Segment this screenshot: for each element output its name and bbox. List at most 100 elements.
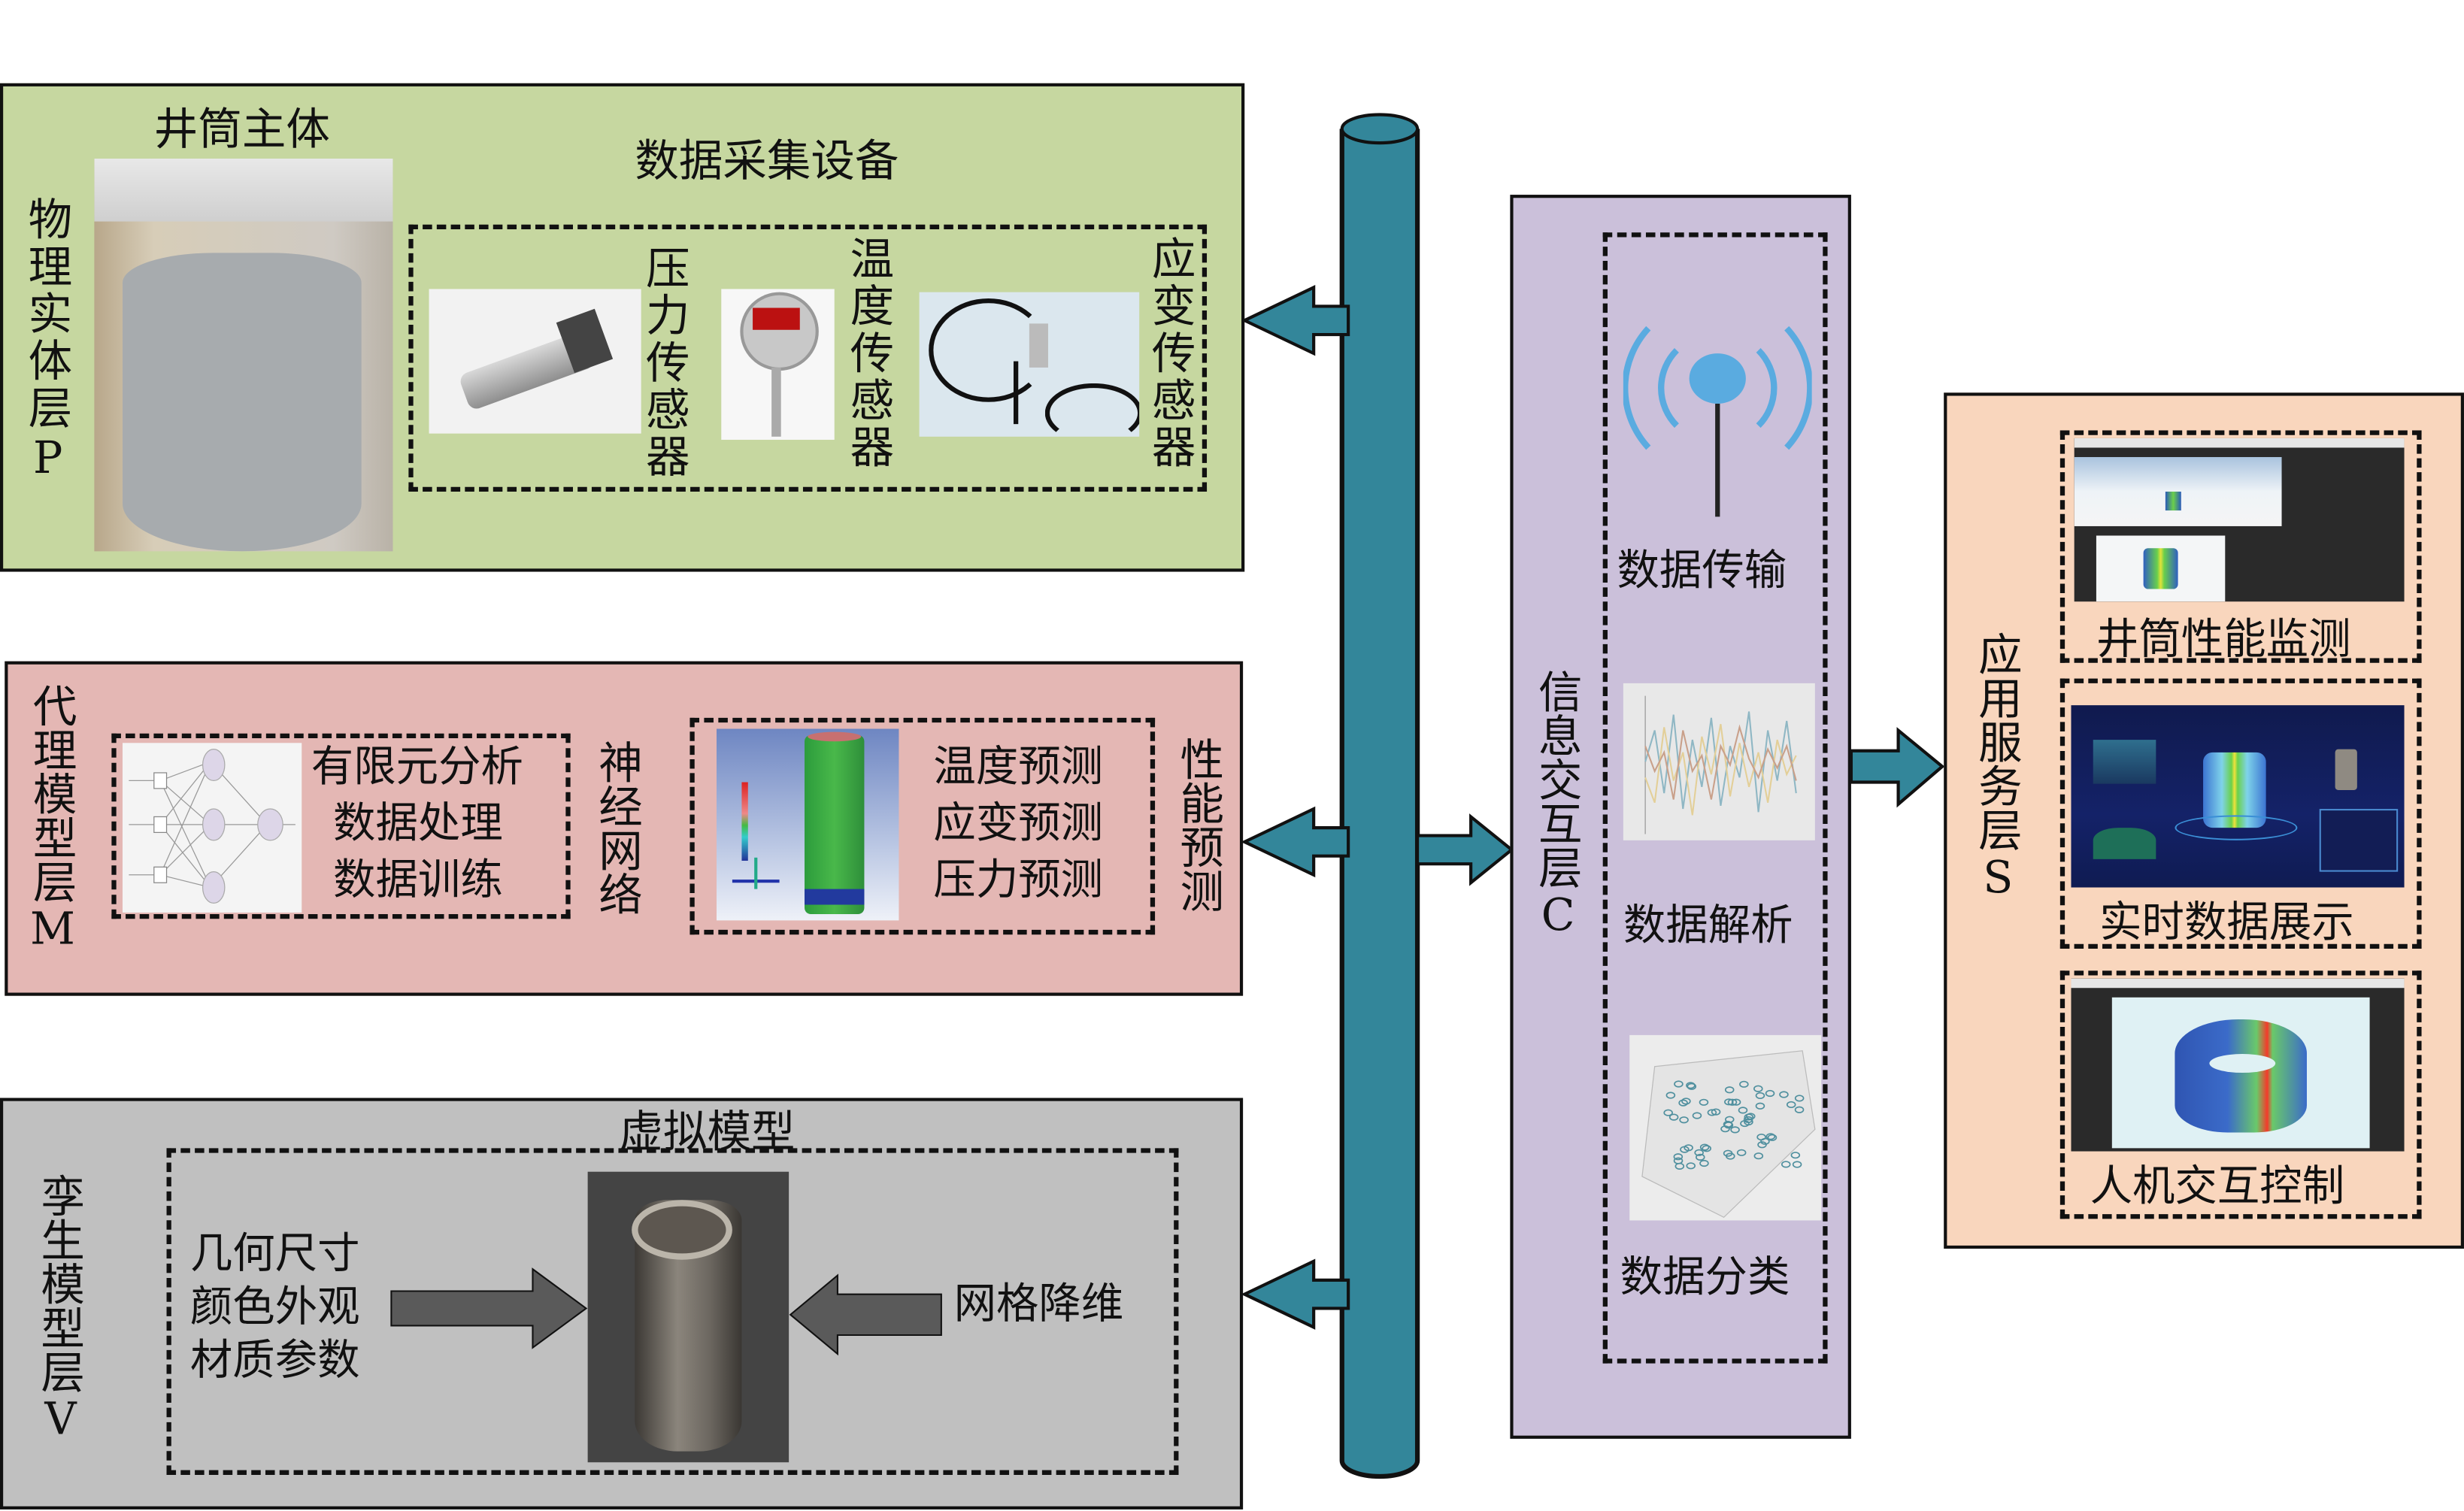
- scatter-point: [1725, 1116, 1735, 1123]
- performance-prediction-label: 性能预测: [1174, 736, 1226, 913]
- scatter-point: [1673, 1153, 1684, 1161]
- scatter-plot-icon: [1641, 1050, 1816, 1219]
- line-plot-thumbnail: [1623, 683, 1815, 840]
- temperature-sensor-label: 温度传感器: [844, 235, 896, 471]
- surrogate-layer-title: 代理模型层M: [26, 683, 79, 955]
- app-item-box-monitoring: 井筒性能监测: [2059, 430, 2422, 665]
- scatter-point: [1755, 1102, 1765, 1110]
- physical-layer-title: 物理实体层P: [22, 196, 74, 487]
- scatter-point: [1794, 1106, 1805, 1113]
- shaft-body-label: 井筒主体: [153, 103, 330, 156]
- scatter-point: [1681, 1098, 1691, 1105]
- scatter-point: [1738, 1107, 1748, 1114]
- fea-result-image: [716, 728, 899, 921]
- scatter-point: [1727, 1098, 1738, 1106]
- scatter-point: [1696, 1153, 1705, 1161]
- scatter-point: [1665, 1092, 1676, 1099]
- scatter-point: [1686, 1162, 1696, 1170]
- strain-prediction: 应变预测: [933, 799, 1104, 849]
- scatter-point: [1765, 1089, 1775, 1098]
- app-item-box-hmi: 人机交互控制: [2059, 970, 2422, 1219]
- neural-network-label: 神经网络: [592, 740, 644, 916]
- scatter-point: [1730, 1126, 1740, 1134]
- arrow-to-twin-layer: [1241, 1258, 1350, 1330]
- scatter-point: [1668, 1113, 1679, 1121]
- scatter-point: [1694, 1149, 1704, 1156]
- pressure-sensor-photo: [429, 289, 641, 434]
- scatter-plot-thumbnail: [1629, 1034, 1822, 1221]
- scatter-point: [1755, 1092, 1765, 1100]
- arrow-to-app-layer: [1849, 727, 1945, 808]
- neural-network-diagram-image: [123, 743, 302, 913]
- pressure-prediction: 压力预测: [933, 855, 1104, 905]
- temperature-prediction: 温度预测: [933, 743, 1104, 792]
- scatter-point: [1753, 1152, 1764, 1160]
- shaft-monitoring-label: 井筒性能监测: [2096, 616, 2351, 665]
- scatter-point: [1702, 1145, 1711, 1152]
- scatter-point: [1726, 1152, 1735, 1160]
- scatter-point: [1723, 1120, 1733, 1128]
- arrow-to-surrogate-layer: [1241, 806, 1350, 878]
- info-interaction-layer: 信息交互层C 数据传输 数据解析: [1510, 195, 1851, 1439]
- scatter-point: [1779, 1091, 1789, 1098]
- realtime-display-label: 实时数据展示: [2099, 898, 2354, 947]
- input-geometry: 几何尺寸: [189, 1230, 360, 1279]
- pressure-sensor-label: 压力传感器: [639, 244, 692, 481]
- hmi-control-label: 人机交互控制: [2090, 1162, 2345, 1211]
- arrow-to-info-layer: [1415, 813, 1514, 886]
- twin-layer-title: 孪生模型层V: [34, 1173, 86, 1446]
- scatter-point: [1674, 1162, 1685, 1170]
- acquisition-title: 数据采集设备: [635, 135, 899, 187]
- scatter-point: [1767, 1134, 1778, 1141]
- scatter-point: [1678, 1099, 1688, 1107]
- physical-entity-layer: 物理实体层P 井筒主体 数据采集设备 压力传感器 温度传感器: [0, 83, 1245, 572]
- scatter-point: [1792, 1161, 1802, 1168]
- data-bus-cylinder: [1339, 113, 1420, 1479]
- step-fea: 有限元分析: [311, 743, 523, 792]
- arrow-to-physical-layer: [1241, 285, 1350, 356]
- scatter-point: [1692, 1112, 1702, 1119]
- scatter-point: [1760, 1137, 1770, 1145]
- scatter-point: [1743, 1116, 1753, 1123]
- line-plot-icon: [1644, 695, 1797, 834]
- step-data-training: 数据训练: [333, 855, 503, 905]
- shaft-body-photo: [94, 159, 393, 552]
- scatter-point: [1781, 1161, 1791, 1168]
- mesh-arrow-icon: [789, 1273, 942, 1356]
- scatter-point: [1686, 1082, 1696, 1089]
- scatter-point: [1699, 1143, 1710, 1151]
- application-service-layer: 应用服务层S 井筒性能监测 实时数据展示: [1944, 392, 2464, 1249]
- data-classification-label: 数据分类: [1620, 1253, 1790, 1303]
- step-data-processing: 数据处理: [333, 799, 503, 849]
- scatter-point: [1663, 1109, 1673, 1116]
- scatter-point: [1707, 1109, 1717, 1116]
- virtual-shaft-model-image: [587, 1171, 790, 1463]
- surrogate-model-layer: 代理模型层M: [5, 661, 1244, 996]
- input-arrow-icon: [390, 1267, 588, 1349]
- scatter-point: [1674, 1080, 1684, 1088]
- scatter-point: [1786, 1101, 1796, 1109]
- scatter-point: [1699, 1159, 1709, 1167]
- input-appearance: 颜色外观: [189, 1283, 360, 1332]
- scatter-point: [1753, 1085, 1763, 1092]
- scatter-point: [1765, 1133, 1776, 1140]
- monitoring-screenshot: [2074, 438, 2405, 602]
- app-item-box-realtime: 实时数据展示: [2059, 678, 2422, 949]
- virtual-model-box: 几何尺寸 颜色外观 材质参数 网格降维: [166, 1148, 1179, 1475]
- surrogate-steps-box: 有限元分析 数据处理 数据训练: [111, 733, 571, 919]
- app-layer-title: 应用服务层S: [1972, 631, 2024, 904]
- neural-network-icon: [129, 749, 295, 904]
- scatter-point: [1739, 1080, 1749, 1088]
- twin-model-layer: 孪生模型层V 虚拟模型 几何尺寸 颜色外观 材质参数 网格降维: [0, 1098, 1244, 1509]
- scatter-point: [1790, 1152, 1801, 1159]
- scatter-point: [1680, 1146, 1690, 1153]
- strain-sensor-photo: [919, 292, 1140, 437]
- scatter-point: [1736, 1149, 1747, 1156]
- scatter-point: [1731, 1098, 1741, 1106]
- scatter-point: [1794, 1095, 1805, 1102]
- prediction-box: 温度预测 应变预测 压力预测: [689, 717, 1156, 935]
- realtime-dashboard-screenshot: [2071, 705, 2405, 888]
- scatter-point: [1687, 1083, 1697, 1090]
- hmi-screenshot: [2071, 978, 2405, 1152]
